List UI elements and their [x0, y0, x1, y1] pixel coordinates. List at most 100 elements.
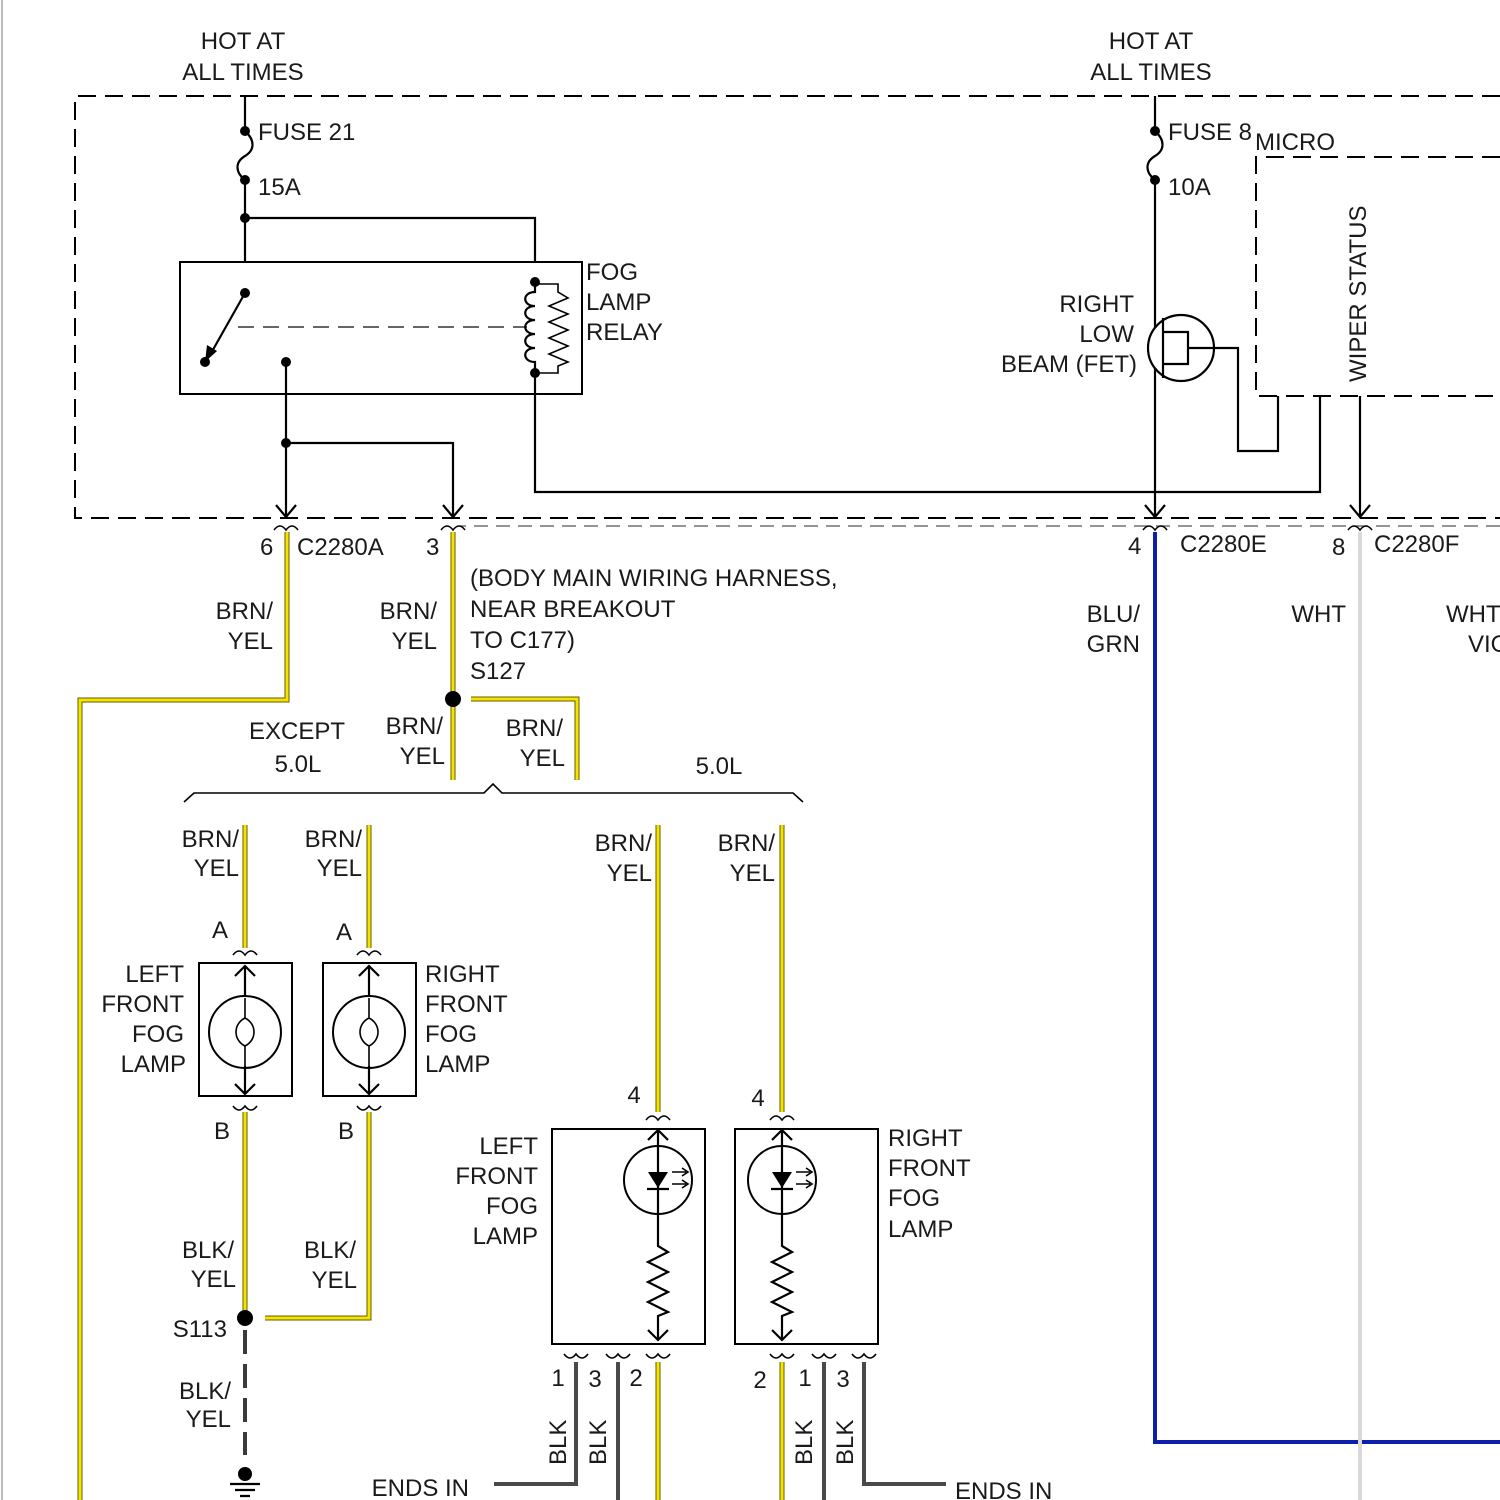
right-led-label-4: LAMP: [888, 1216, 953, 1243]
right-led-socket-4: [770, 1116, 794, 1120]
wire-label-yel-1: YEL: [228, 628, 273, 655]
ground-node: [238, 1467, 252, 1481]
wire-label-blu: BLU/: [1087, 601, 1141, 628]
variant-except-2: 5.0L: [275, 751, 322, 778]
wire-label-wht: WHT: [1291, 601, 1346, 628]
wiper-status-label: WIPER STATUS: [1345, 206, 1372, 382]
ends-in-left: ENDS IN: [372, 1475, 469, 1500]
c2280f-pin8: 8: [1332, 534, 1345, 561]
wire-label-vio-edge: VIO: [1468, 631, 1500, 658]
fuse8-label: FUSE 8: [1168, 119, 1252, 146]
c2280a-pin3: 3: [426, 534, 439, 561]
variant-bracket: [184, 784, 803, 802]
wire-label-brn-7: BRN/: [595, 830, 653, 857]
wire-label-brn-5: BRN/: [182, 826, 240, 853]
left-bulb-label-1: LEFT: [125, 961, 184, 988]
right-led-pin4: 4: [751, 1085, 764, 1112]
c2280a-pin6-socket: [274, 526, 298, 530]
right-led-socket-2: [770, 1354, 794, 1358]
right-bulb-fog-lamp: [323, 963, 416, 1096]
relay-coil-ground-wire: [535, 373, 1320, 492]
wire-label-blk-yel-3: YEL: [186, 1406, 231, 1433]
left-led-label-4: LAMP: [473, 1223, 538, 1250]
right-hot-label-2: ALL TIMES: [1090, 59, 1211, 86]
wire-label-brn-4: BRN/: [506, 715, 564, 742]
relay-label-1: FOG: [586, 259, 638, 286]
fuse21-symbol: [238, 131, 253, 180]
left-bulb-label-4: LAMP: [121, 1051, 186, 1078]
wire-label-blk-2: BLK/: [304, 1237, 356, 1264]
harness-note-3: TO C177): [470, 627, 575, 654]
right-led-socket-3: [852, 1354, 876, 1358]
right-bulb-label-4: LAMP: [425, 1051, 490, 1078]
wire-label-blk-yel-1: YEL: [191, 1266, 236, 1293]
wire-label-blk-6: BLK: [791, 1420, 818, 1465]
fet-label-3: BEAM (FET): [1001, 351, 1137, 378]
wire-label-brn-6: BRN/: [305, 826, 363, 853]
right-bulb-label-2: FRONT: [425, 991, 508, 1018]
wire-label-blk-7: BLK: [832, 1420, 859, 1465]
wire-label-blk-1: BLK/: [182, 1237, 234, 1264]
right-bulb-label-1: RIGHT: [425, 961, 500, 988]
wire-label-blk-4: BLK: [545, 1420, 572, 1465]
wire-label-yel-8: YEL: [730, 860, 775, 887]
blu-grn-wire: [1155, 532, 1500, 1442]
left-led-pin2: 2: [629, 1365, 642, 1392]
wire-label-wht-edge: WHT: [1446, 601, 1500, 628]
right-led-label-2: FRONT: [888, 1155, 971, 1182]
ground-icon: [230, 1484, 260, 1496]
micro-outline: [1256, 157, 1500, 396]
wire-label-yel-3: YEL: [400, 743, 445, 770]
left-led-socket-3: [606, 1354, 630, 1358]
right-led-pin3: 3: [836, 1366, 849, 1393]
relay-output-branch: [286, 443, 453, 515]
left-led-pin1: 1: [551, 1365, 564, 1392]
left-led-socket-1: [564, 1354, 588, 1358]
fuse21-label: FUSE 21: [258, 119, 355, 146]
splice-s127-label: S127: [470, 658, 526, 685]
right-led-pin2: 2: [753, 1367, 766, 1394]
wire-label-blk-3: BLK/: [179, 1378, 231, 1405]
micro-label: MICRO: [1255, 129, 1335, 156]
wire-label-brn-1: BRN/: [216, 598, 274, 625]
fet-label-1: RIGHT: [1059, 291, 1134, 318]
left-hot-label-2: ALL TIMES: [182, 59, 303, 86]
c2280f-label: C2280F: [1374, 531, 1459, 558]
right-bulb-socket-b: [357, 1106, 381, 1110]
ends-in-right: ENDS IN: [955, 1478, 1052, 1500]
c2280e-socket: [1143, 526, 1167, 530]
left-led-fog-lamp: [552, 1129, 705, 1344]
wire-label-brn-2: BRN/: [380, 598, 438, 625]
fuse21-rating: 15A: [258, 174, 301, 201]
relay-nc-contact: [200, 357, 210, 367]
wire-label-yel-7: YEL: [607, 860, 652, 887]
left-led-socket-4: [646, 1116, 670, 1120]
wire-label-yel-6: YEL: [317, 855, 362, 882]
fog-lamp-relay-box: [180, 262, 582, 394]
wire-label-yel-5: YEL: [194, 855, 239, 882]
c2280e-pin4: 4: [1128, 533, 1141, 560]
left-bulb-label-2: FRONT: [101, 991, 184, 1018]
left-led-pin4: 4: [627, 1082, 640, 1109]
harness-note-1: (BODY MAIN WIRING HARNESS,: [470, 565, 838, 592]
right-bulb-label-3: FOG: [425, 1021, 477, 1048]
right-bulb-pin-a: A: [336, 919, 352, 946]
harness-note-2: NEAR BREAKOUT: [470, 596, 676, 623]
fuse8-rating: 10A: [1168, 174, 1211, 201]
splice-s113-label: S113: [173, 1316, 227, 1343]
wire-label-blk-yel-2: YEL: [312, 1267, 357, 1294]
right-led-socket-1: [812, 1354, 836, 1358]
variant-except-1: EXCEPT: [249, 718, 345, 745]
left-bulb-label-3: FOG: [132, 1021, 184, 1048]
fet-label-2: LOW: [1079, 321, 1134, 348]
wire-label-yel-4: YEL: [520, 745, 565, 772]
left-bulb-socket-b: [233, 1106, 257, 1110]
relay-label-3: RELAY: [586, 319, 663, 346]
right-led-label-1: RIGHT: [888, 1125, 963, 1152]
left-bulb-pin-b: B: [214, 1118, 230, 1145]
fuse8-symbol: [1148, 131, 1163, 180]
left-bulb-socket-a: [233, 951, 257, 955]
relay-label-2: LAMP: [586, 289, 651, 316]
left-bulb-pin-a: A: [212, 917, 228, 944]
